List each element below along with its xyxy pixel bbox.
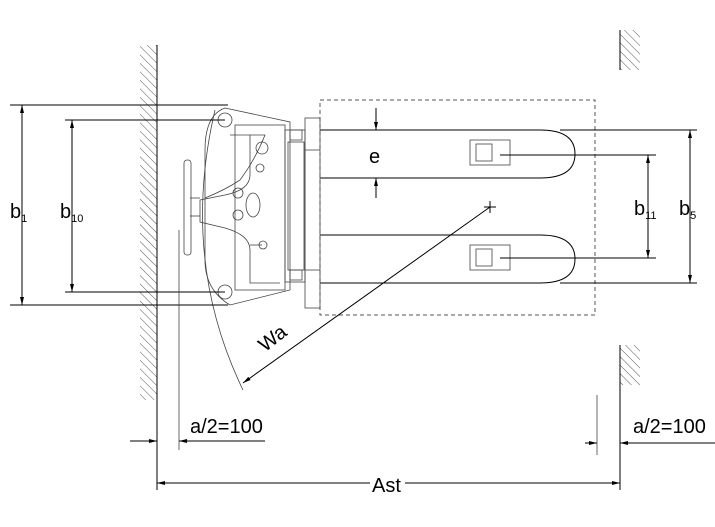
label-b11: b11 <box>634 198 657 222</box>
b1-dimension <box>10 104 228 306</box>
right-wall-bottom <box>619 345 640 490</box>
b5-dimension <box>560 129 697 284</box>
swing-arc <box>202 109 244 391</box>
left-wall <box>140 45 158 490</box>
b11-dimension <box>500 154 656 259</box>
label-wa: Wa <box>255 321 292 357</box>
wa-radius-line <box>242 206 491 384</box>
label-a2-left: a/2=100 <box>190 416 263 438</box>
label-ast: Ast <box>372 475 401 497</box>
label-a2-right: a/2=100 <box>633 416 706 438</box>
label-e: e <box>369 146 380 168</box>
a2-right-dimension <box>585 395 715 455</box>
forks <box>320 129 576 284</box>
b10-dimension <box>65 119 225 293</box>
label-b1: b1 <box>10 201 27 225</box>
truck-body <box>183 107 291 306</box>
right-wall-top <box>619 30 640 70</box>
label-b5: b5 <box>679 198 696 222</box>
center-cross <box>484 201 496 213</box>
a2-left-dimension <box>130 230 265 450</box>
label-b10: b10 <box>60 201 83 225</box>
